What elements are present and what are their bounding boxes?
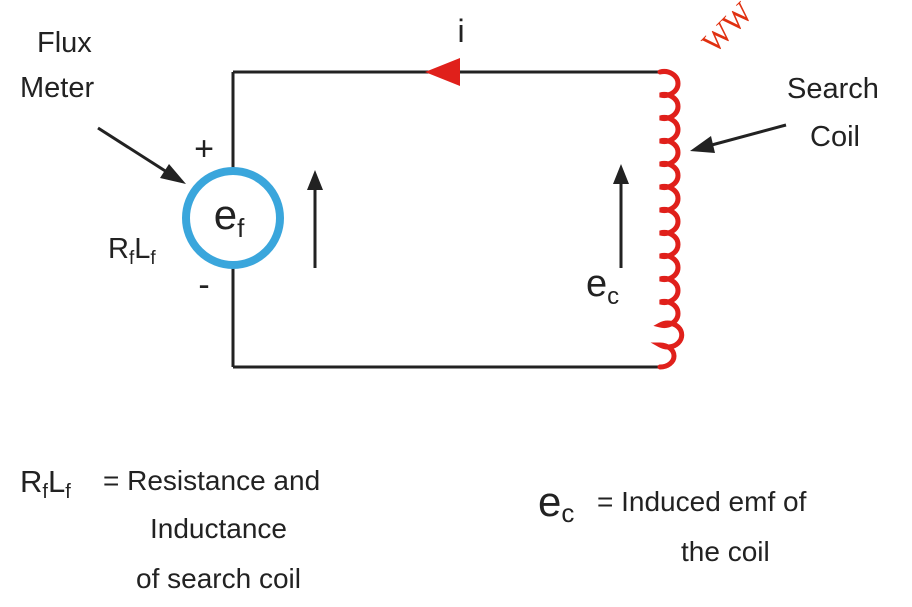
search-coil xyxy=(650,69,685,370)
legend-ec-symbol: ec xyxy=(538,478,574,528)
meter-emf-direction-arrow xyxy=(307,170,323,268)
legend-resistance-inductance: RfLf = Resistance and Inductance of sear… xyxy=(20,464,328,594)
search-coil-label: Search Coil xyxy=(787,73,887,153)
negative-terminal-mark: - xyxy=(198,266,209,304)
flux-meter-label: Flux Meter xyxy=(20,27,100,104)
flux-meter-pointer xyxy=(97,126,186,184)
current-label: i xyxy=(457,13,464,49)
positive-terminal-mark: + xyxy=(194,130,214,168)
current-arrowhead xyxy=(425,58,460,86)
watermark: WW xyxy=(696,0,760,60)
legend-rl-text: = Resistance and Inductance of search co… xyxy=(103,465,328,594)
flux-meter-emf-label: ef xyxy=(214,191,245,243)
meter-resistance-inductance-label: RfLf xyxy=(108,233,156,269)
legend-ec-text: = Induced emf of the coil xyxy=(597,486,814,567)
circuit-wires xyxy=(231,70,660,369)
flux-meter-ring xyxy=(182,167,284,269)
coil-emf-direction-arrow xyxy=(613,164,629,268)
search-coil-pointer xyxy=(690,123,787,153)
legend-induced-emf: ec = Induced emf of the coil xyxy=(538,478,814,567)
coil-emf-label: ec xyxy=(586,263,619,310)
legend-rl-symbol: RfLf xyxy=(20,464,71,503)
